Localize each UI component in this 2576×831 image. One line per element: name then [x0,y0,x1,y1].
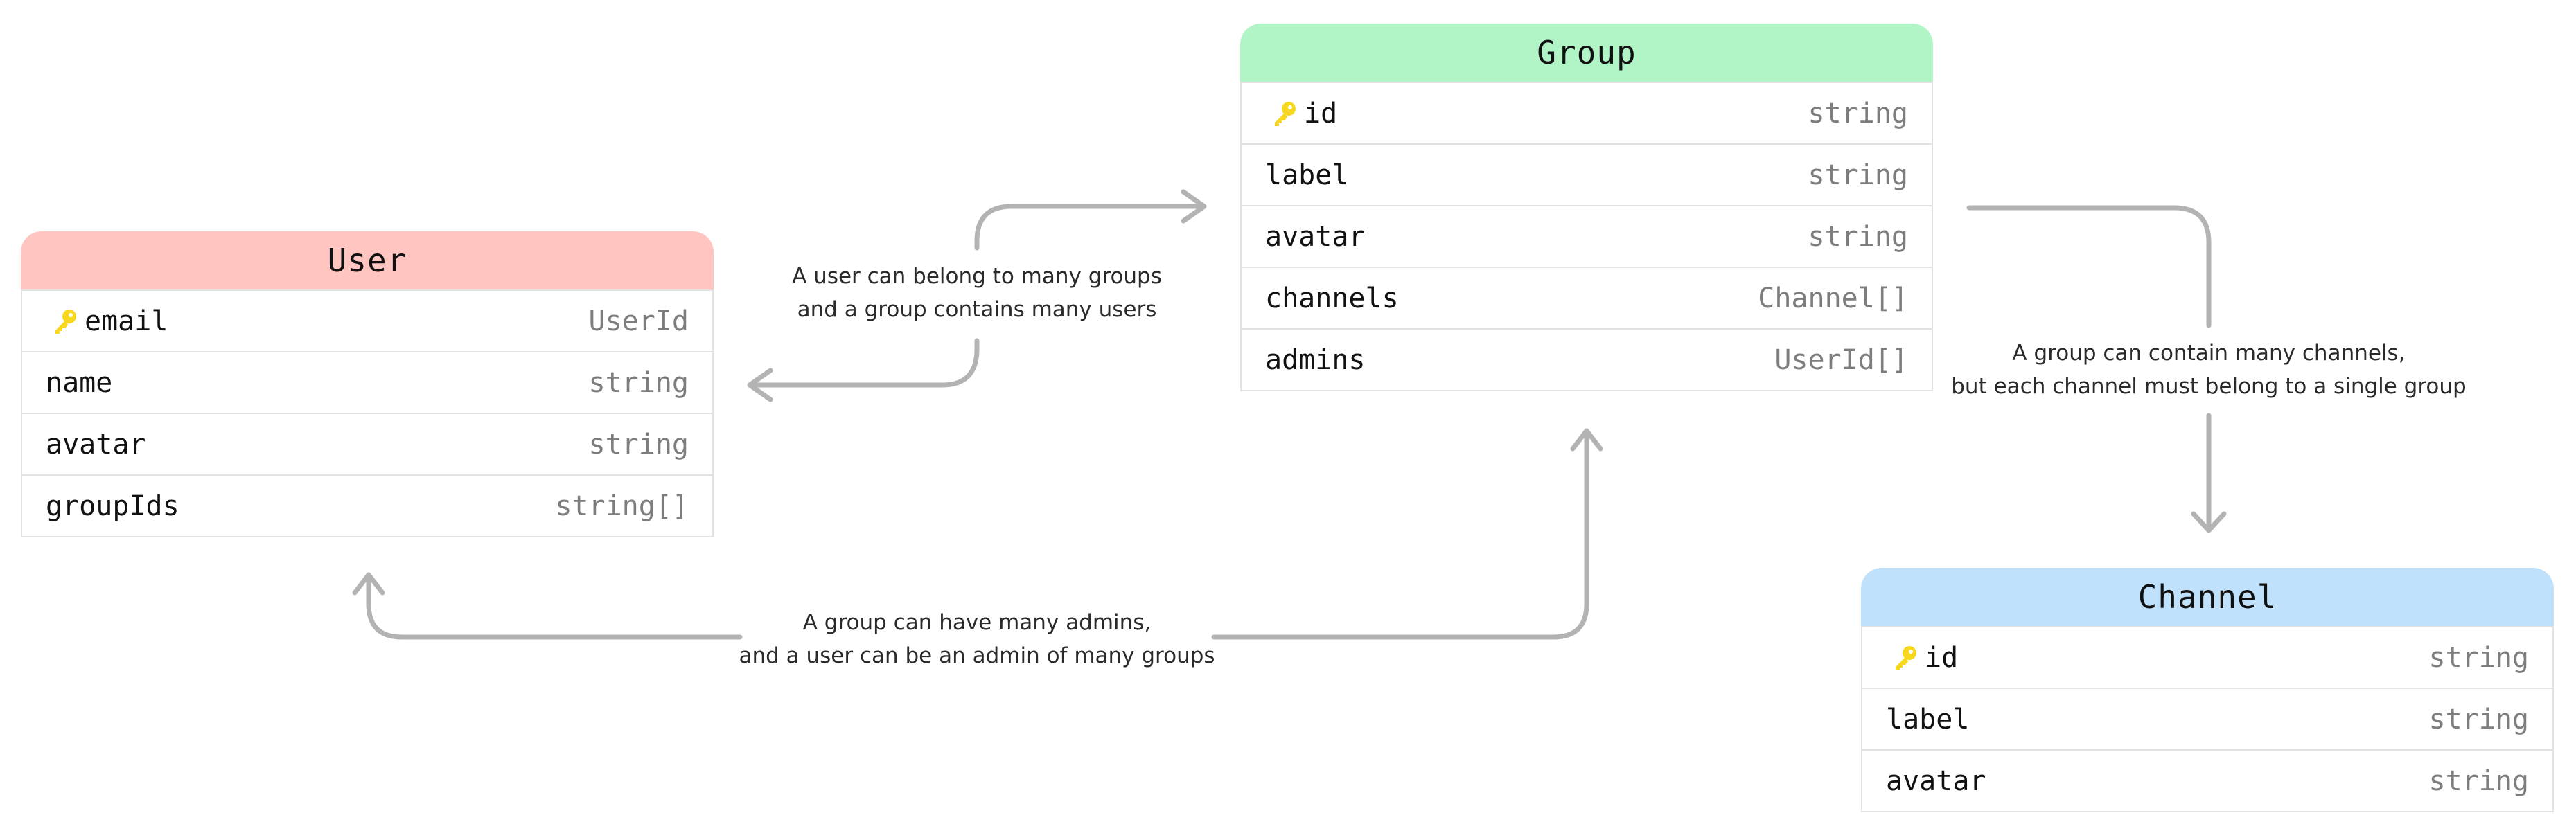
channel-table-title: Channel [2137,578,2277,616]
channel-table-header: Channel [1861,568,2554,626]
note-line: A group can have many admins, [802,610,1152,635]
field-type: string [2428,765,2530,797]
channel-field-id: id string [1861,626,2554,689]
group-channel-arrowhead-down [2191,511,2227,533]
field-type: UserId[] [1774,343,1908,376]
field-type: string [588,366,689,399]
group-field-label: label string [1240,145,1933,206]
note-line: but each channel must belong to a single… [1951,374,2467,399]
admin-connector-right [1211,431,1589,640]
field-name: avatar [1265,220,1366,253]
user-group-arrowhead-right [1181,189,1207,224]
user-group-arrowhead-left [747,368,773,402]
user-field-avatar: avatar string [21,414,714,476]
field-name: id [1925,641,1959,674]
key-icon [55,309,76,334]
note-line: A group can contain many channels, [2012,341,2406,366]
group-table-title: Group [1537,34,1637,71]
channel-field-label: label string [1861,689,2554,751]
admin-arrowhead-up-group [1570,428,1603,452]
note-line: A user can belong to many groups [792,264,1162,289]
group-field-admins: admins UserId[] [1240,330,1933,391]
group-table-header: Group [1240,24,1933,82]
group-channel-relationship-note: A group can contain many channels, but e… [1932,337,2486,403]
group-field-avatar: avatar string [1240,206,1933,268]
user-table-title: User [327,242,407,279]
field-name: id [1304,97,1338,129]
field-type: Channel[] [1758,282,1908,314]
channel-table: Channel id string label string avatar st… [1861,568,2554,812]
field-type: string [2428,703,2530,735]
group-table: Group id string label string avatar stri… [1240,24,1933,391]
field-type: string[] [555,490,689,522]
user-group-connector-to-user [752,338,980,388]
group-field-id: id string [1240,82,1933,145]
user-group-relationship-note: A user can belong to many groups and a g… [734,260,1219,326]
key-icon [1275,101,1296,126]
user-group-connector-to-group [974,204,1201,251]
field-name: groupIds [46,490,179,522]
field-type: string [1808,159,1909,191]
user-table: User email UserId name string avatar str… [21,231,714,537]
field-name: avatar [1886,765,1986,797]
field-name: label [1265,159,1349,191]
user-field-email: email UserId [21,289,714,352]
field-type: string [2428,641,2530,674]
field-type: string [588,428,689,461]
user-table-header: User [21,231,714,289]
field-name: admins [1265,343,1366,376]
field-type: string [1808,220,1909,253]
field-name: avatar [46,428,146,461]
note-line: and a group contains many users [797,297,1157,322]
field-type: UserId [588,305,689,337]
channel-field-avatar: avatar string [1861,751,2554,812]
group-admin-relationship-note: A group can have many admins, and a user… [734,606,1219,672]
field-name: email [85,305,168,337]
user-field-name: name string [21,352,714,414]
admin-arrowhead-up-user [352,572,385,596]
field-name: name [46,366,113,399]
group-field-channels: channels Channel[] [1240,268,1933,330]
admin-connector-left [366,575,743,640]
group-channel-connector-top [1966,205,2212,328]
field-type: string [1808,97,1909,129]
note-line: and a user can be an admin of many group… [739,643,1215,668]
field-name: channels [1265,282,1399,314]
key-icon [1896,645,1916,670]
field-name: label [1886,703,1970,735]
user-field-groupids: groupIds string[] [21,476,714,537]
